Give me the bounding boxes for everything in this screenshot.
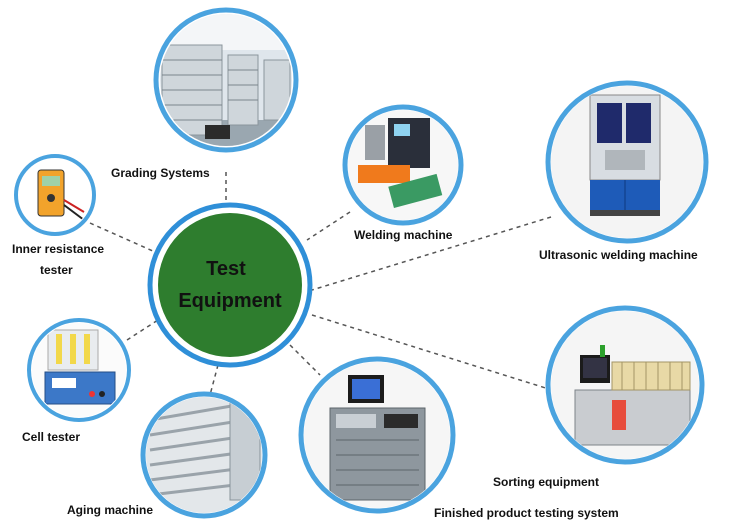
sorting-equipment-label: Sorting equipment [493, 475, 599, 489]
ultrasonic-welding-machine-image [551, 86, 703, 238]
grading-systems-label: Grading Systems [111, 166, 210, 180]
center-node: Test Equipment [147, 202, 313, 368]
ultrasonic-welding-machine-label: Ultrasonic welding machine [539, 248, 698, 262]
inner-resistance-tester-label-line2: tester [40, 263, 73, 277]
connector-sorting [311, 314, 553, 391]
inner-resistance-tester-node [14, 154, 96, 236]
center-title-line1: Test [206, 258, 246, 280]
sorting-equipment-image [551, 311, 699, 459]
aging-machine-label: Aging machine [67, 503, 154, 517]
cell-tester-node [27, 318, 131, 422]
cell-tester-image [32, 323, 126, 417]
connector-inner [89, 222, 156, 253]
connector-cell [126, 319, 159, 341]
aging-machine-node [140, 391, 268, 519]
connector-welding [306, 211, 351, 241]
center-title-line2: Equipment [178, 290, 282, 312]
inner-resistance-tester-image [19, 159, 91, 231]
connector-lines [89, 172, 553, 396]
connector-finished [289, 344, 321, 376]
finished-product-testing-system-label: Finished product testing system [434, 506, 619, 520]
center-disc [158, 213, 302, 357]
cell-tester-label: Cell tester [22, 430, 81, 444]
finished-product-testing-system-image [304, 362, 450, 508]
welding-machine-label: Welding machine [354, 228, 453, 242]
connector-aging [209, 364, 219, 396]
connector-ultrasonic [311, 216, 552, 291]
sorting-equipment-node [545, 305, 705, 465]
inner-resistance-tester-label-line1: Inner resistance [12, 242, 105, 256]
finished-product-testing-system-node [298, 356, 456, 514]
ultrasonic-welding-machine-node [545, 80, 709, 244]
welding-machine-image [348, 110, 458, 220]
grading-systems-node [153, 7, 299, 153]
welding-machine-node [342, 104, 464, 226]
